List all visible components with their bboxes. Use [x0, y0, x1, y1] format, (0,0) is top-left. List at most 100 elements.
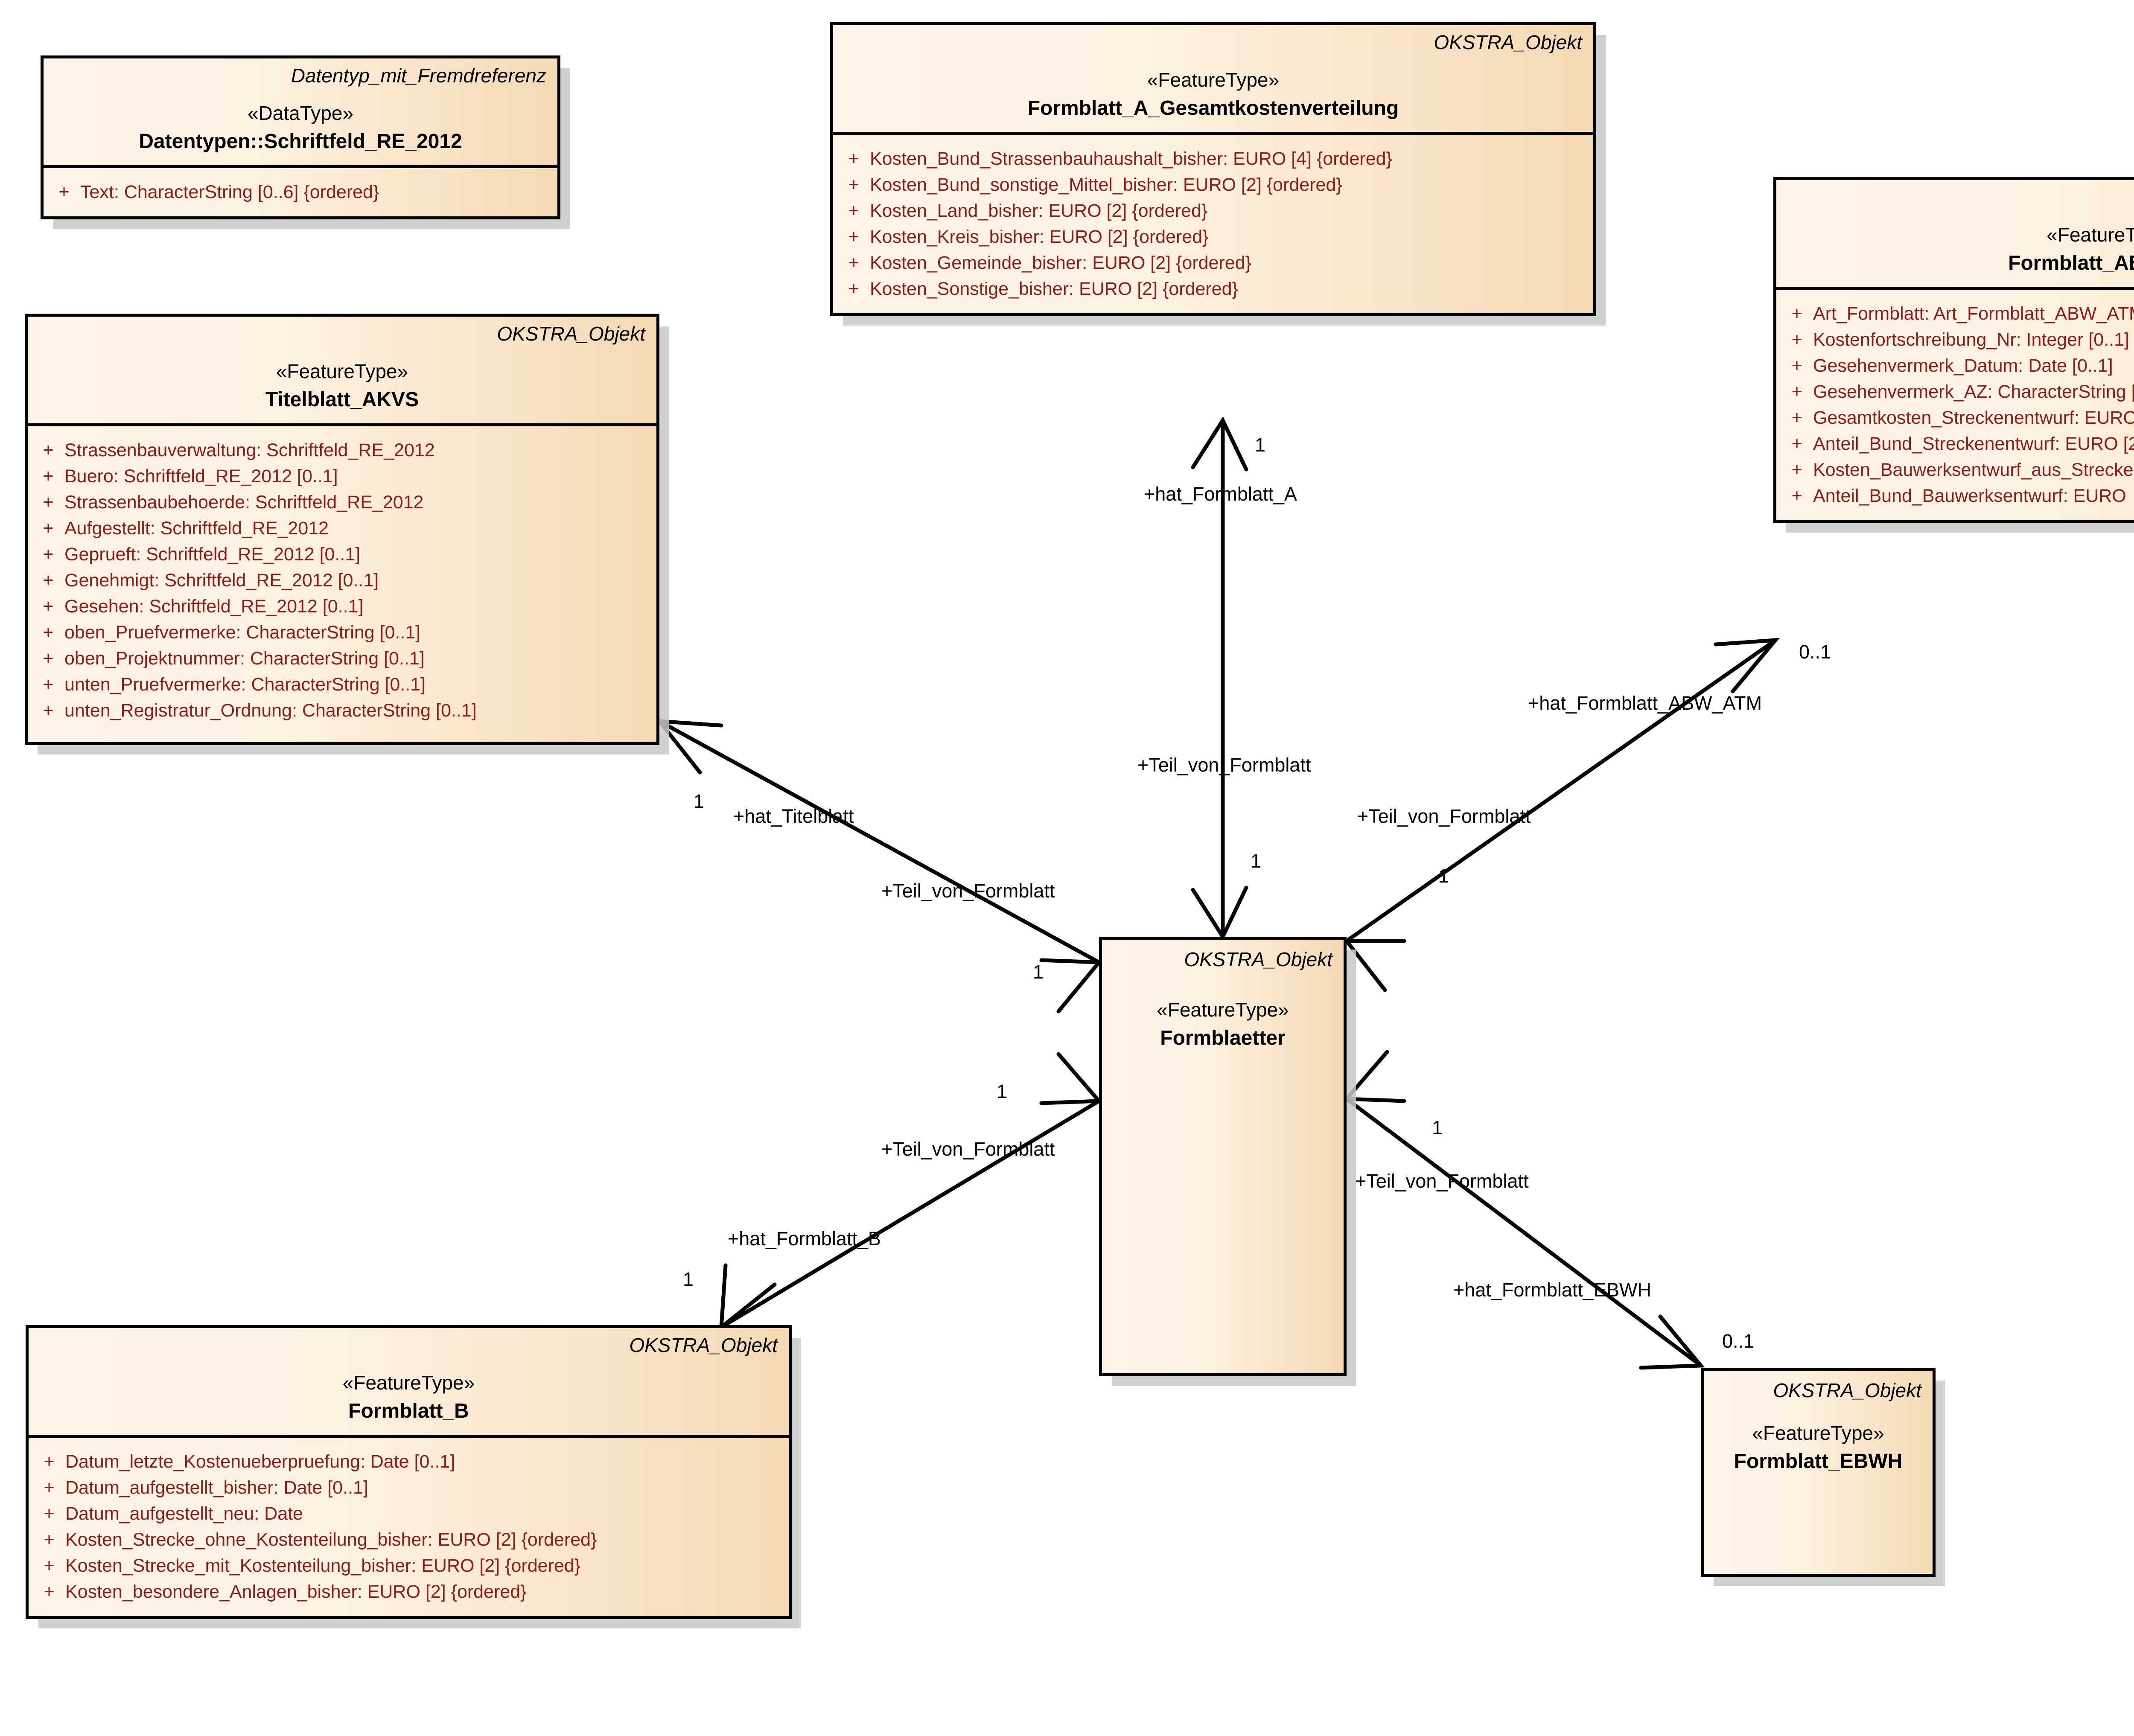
- attribute-text: Anteil_Bund_Streckenentwurf: EURO [2] {o…: [1813, 433, 2134, 454]
- attribute-row: + Kosten_Bund_sonstige_Mittel_bisher: EU…: [837, 172, 1589, 198]
- attribute-row: + Strassenbauverwaltung: Schriftfeld_RE_…: [32, 437, 652, 463]
- attribute-visibility: +: [43, 570, 54, 591]
- attribute-visibility: +: [43, 518, 54, 539]
- attribute-visibility: +: [44, 1477, 55, 1498]
- attribute-text: Genehmigt: Schriftfeld_RE_2012 [0..1]: [64, 570, 379, 591]
- class-header-formblaetter: OKSTRA_Objekt «FeatureType» Formblaetter: [1102, 940, 1344, 1062]
- attribute-text: Text: CharacterString [0..6] {ordered}: [80, 181, 379, 202]
- attribute-row: + Kosten_Bauwerksentwurf_aus_Streckenent…: [1781, 457, 2134, 483]
- class-name-formblaetter: Formblaetter: [1160, 1027, 1286, 1050]
- attribute-visibility: +: [43, 544, 54, 565]
- corner-stereotype-okstra-objekt: OKSTRA_Objekt: [629, 1334, 778, 1356]
- attribute-visibility: +: [1791, 433, 1802, 454]
- corner-stereotype-okstra-objekt: OKSTRA_Objekt: [1184, 948, 1332, 970]
- attribute-text: Datum_aufgestellt_neu: Date: [65, 1503, 303, 1524]
- attribute-text: Aufgestellt: Schriftfeld_RE_2012: [64, 518, 329, 539]
- mult-label-titelblatt-target: 1: [694, 790, 705, 812]
- arrowhead-abw-atm: [1714, 638, 1780, 693]
- class-box-titelblatt-akvs[interactable]: OKSTRA_Objekt «FeatureType» Titelblatt_A…: [25, 314, 659, 745]
- attribute-text: Gesehen: Schriftfeld_RE_2012 [0..1]: [64, 596, 364, 617]
- attribute-visibility: +: [848, 148, 859, 169]
- attribute-visibility: +: [1791, 355, 1802, 376]
- class-box-formblatt-a-gesamtkostenverteilung[interactable]: OKSTRA_Objekt «FeatureType» Formblatt_A_…: [830, 22, 1596, 316]
- attribute-row: + Kosten_Land_bisher: EURO [2] {ordered}: [837, 198, 1589, 224]
- attribute-text: Kosten_Kreis_bisher: EURO [2] {ordered}: [870, 226, 1209, 247]
- attribute-row: + Genehmigt: Schriftfeld_RE_2012 [0..1]: [32, 568, 652, 594]
- class-name-formblatt-ebwh: Formblatt_EBWH: [1734, 1450, 1903, 1473]
- attribute-row: + Gesehen: Schriftfeld_RE_2012 [0..1]: [32, 594, 652, 620]
- attribute-visibility: +: [1791, 381, 1802, 402]
- arrowhead-formblaetter-abw: [1342, 939, 1406, 992]
- mult-label-formblatt-b-source: 1: [997, 1081, 1008, 1102]
- role-label-teil-von-formblatt-abw: +Teil_von_Formblatt: [1357, 805, 1531, 827]
- class-header-titelblatt-akvs: OKSTRA_Objekt «FeatureType» Titelblatt_A…: [28, 317, 656, 426]
- mult-label-formblatt-b-target: 1: [683, 1268, 694, 1290]
- attribute-row: + Art_Formblatt: Art_Formblatt_ABW_ATM: [1781, 301, 2134, 327]
- attribute-text: Kosten_besondere_Anlagen_bisher: EURO [2…: [65, 1581, 527, 1602]
- attribute-text: oben_Pruefvermerke: CharacterString [0..…: [64, 622, 421, 643]
- attribute-text: Kosten_Strecke_ohne_Kostenteilung_bisher…: [65, 1529, 597, 1550]
- stereotype-featuretype: «FeatureType»: [342, 1371, 475, 1394]
- class-name-formblatt-abw-atm: Formblatt_ABW_ATM: [2008, 252, 2134, 275]
- role-label-teil-von-formblatt-a: +Teil_von_Formblatt: [1137, 754, 1311, 776]
- attribute-text: Kosten_Land_bisher: EURO [2] {ordered}: [870, 200, 1208, 221]
- edge-formblatt-abw-atm: [1344, 638, 1778, 943]
- attribute-visibility: +: [1791, 329, 1802, 350]
- stereotype-featuretype: «FeatureType»: [2047, 223, 2134, 246]
- attribute-text: oben_Projektnummer: CharacterString [0..…: [64, 648, 425, 669]
- attribute-row: + Geprueft: Schriftfeld_RE_2012 [0..1]: [32, 542, 652, 568]
- arrowhead-formblaetter-b: [1039, 1052, 1103, 1105]
- attribute-row: + Datum_aufgestellt_bisher: Date [0..1]: [33, 1475, 784, 1501]
- attribute-row: + unten_Registratur_Ordnung: CharacterSt…: [32, 698, 652, 724]
- attribute-text: unten_Registratur_Ordnung: CharacterStri…: [64, 700, 477, 721]
- role-label-hat-titelblatt: +hat_Titelblatt: [733, 805, 854, 827]
- attribute-row: + Datum_aufgestellt_neu: Date: [33, 1501, 784, 1527]
- attribute-text: Gesehenvermerk_Datum: Date [0..1]: [1813, 355, 2113, 376]
- attribute-row: + Datum_letzte_Kostenueberpruefung: Date…: [33, 1449, 784, 1475]
- attribute-visibility: +: [43, 674, 54, 695]
- edge-formblatt-ebwh: [1344, 1097, 1703, 1368]
- attribute-row: + Kosten_Sonstige_bisher: EURO [2] {orde…: [837, 276, 1589, 302]
- attribute-visibility: +: [43, 700, 54, 721]
- mult-label-formblatt-a-source: 1: [1251, 850, 1262, 872]
- attribute-text: Buero: Schriftfeld_RE_2012 [0..1]: [64, 466, 338, 486]
- mult-label-abw-atm-target: 0..1: [1799, 641, 1831, 663]
- class-box-formblaetter[interactable]: OKSTRA_Objekt «FeatureType» Formblaetter: [1099, 937, 1347, 1376]
- class-header-formblatt-a: OKSTRA_Objekt «FeatureType» Formblatt_A_…: [833, 25, 1593, 135]
- attribute-row: + Aufgestellt: Schriftfeld_RE_2012: [32, 516, 652, 542]
- attribute-text: Kosten_Bauwerksentwurf_aus_Streckenentwu…: [1813, 459, 2134, 480]
- attribute-visibility: +: [43, 466, 54, 486]
- corner-stereotype-datentyp-mit-fremdreferenz: Datentyp_mit_Fremdreferenz: [291, 64, 546, 87]
- attribute-text: Kosten_Strecke_mit_Kostenteilung_bisher:…: [65, 1555, 581, 1576]
- attribute-visibility: +: [43, 648, 54, 669]
- edge-formblatt-b: [719, 1099, 1101, 1329]
- arrowhead-titelblatt: [655, 719, 723, 775]
- attribute-visibility: +: [848, 252, 859, 273]
- attribute-visibility: +: [848, 278, 859, 299]
- attribute-row: + Anteil_Bund_Bauwerksentwurf: EURO: [1781, 483, 2134, 509]
- corner-stereotype-okstra-objekt: OKSTRA_Objekt: [1787, 186, 2134, 209]
- attribute-visibility: +: [43, 492, 54, 513]
- role-label-teil-von-formblatt-titelblatt: +Teil_von_Formblatt: [881, 880, 1055, 902]
- class-box-schriftfeld-re-2012[interactable]: Datentyp_mit_Fremdreferenz «DataType» Da…: [41, 55, 560, 219]
- class-box-formblatt-abw-atm[interactable]: OKSTRA_Objekt «FeatureType» Formblatt_AB…: [1773, 177, 2134, 523]
- attribute-compartment-titelblatt-akvs: + Strassenbauverwaltung: Schriftfeld_RE_…: [28, 426, 656, 742]
- attribute-row: + Strassenbaubehoerde: Schriftfeld_RE_20…: [32, 489, 652, 516]
- attribute-visibility: +: [848, 174, 859, 195]
- class-header-formblatt-ebwh: OKSTRA_Objekt «FeatureType» Formblatt_EB…: [1704, 1371, 1933, 1485]
- class-box-formblatt-b[interactable]: OKSTRA_Objekt «FeatureType» Formblatt_B …: [26, 1325, 792, 1619]
- role-label-teil-von-formblatt-b: +Teil_von_Formblatt: [881, 1138, 1055, 1160]
- arrowhead-formblaetter-ebwh: [1342, 1050, 1406, 1103]
- class-box-formblatt-ebwh[interactable]: OKSTRA_Objekt «FeatureType» Formblatt_EB…: [1701, 1368, 1936, 1577]
- role-label-hat-formblatt-ebwh: +hat_Formblatt_EBWH: [1453, 1279, 1651, 1301]
- edge-titelblatt: [657, 719, 1101, 964]
- attribute-row: + Buero: Schriftfeld_RE_2012 [0..1]: [32, 463, 652, 489]
- attribute-row: + Anteil_Bund_Streckenentwurf: EURO [2] …: [1781, 431, 2134, 457]
- attribute-row: + oben_Projektnummer: CharacterString [0…: [32, 646, 652, 672]
- attribute-row: + Kosten_Strecke_ohne_Kostenteilung_bish…: [33, 1527, 784, 1553]
- class-header-schriftfeld: Datentyp_mit_Fremdreferenz «DataType» Da…: [44, 58, 557, 168]
- attribute-row: + Gesehenvermerk_AZ: CharacterString [0.…: [1781, 379, 2134, 405]
- attribute-compartment-formblatt-a: + Kosten_Bund_Strassenbauhaushalt_bisher…: [833, 135, 1593, 313]
- attribute-text: Kosten_Sonstige_bisher: EURO [2] {ordere…: [870, 278, 1238, 299]
- attribute-visibility: +: [43, 596, 54, 617]
